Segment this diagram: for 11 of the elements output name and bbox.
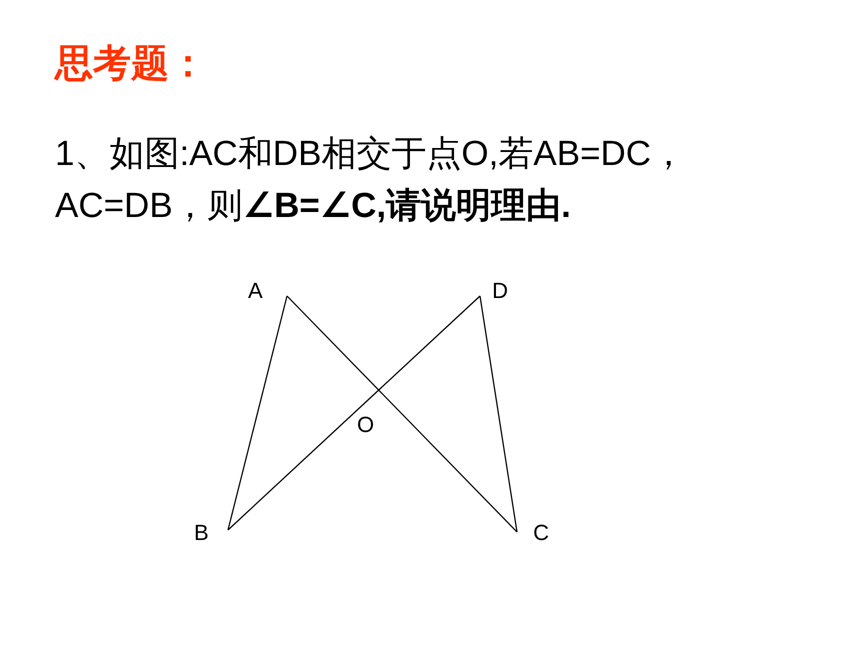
line-segment: [479, 296, 518, 532]
point-label: D: [480, 280, 508, 296]
question-text: 1、如图:AC和DB相交于点O,若AB=DC，AC=DB，则∠B=∠C,请说明理由.: [55, 133, 688, 227]
line-segment: [286, 296, 518, 532]
point-label: C: [517, 522, 549, 544]
point-label: B: [194, 522, 228, 544]
line-segment: [227, 296, 288, 530]
title: 思考题：: [55, 42, 207, 87]
point-label: A: [248, 280, 287, 296]
point-label: O: [357, 414, 374, 436]
line-segment: [228, 296, 480, 530]
